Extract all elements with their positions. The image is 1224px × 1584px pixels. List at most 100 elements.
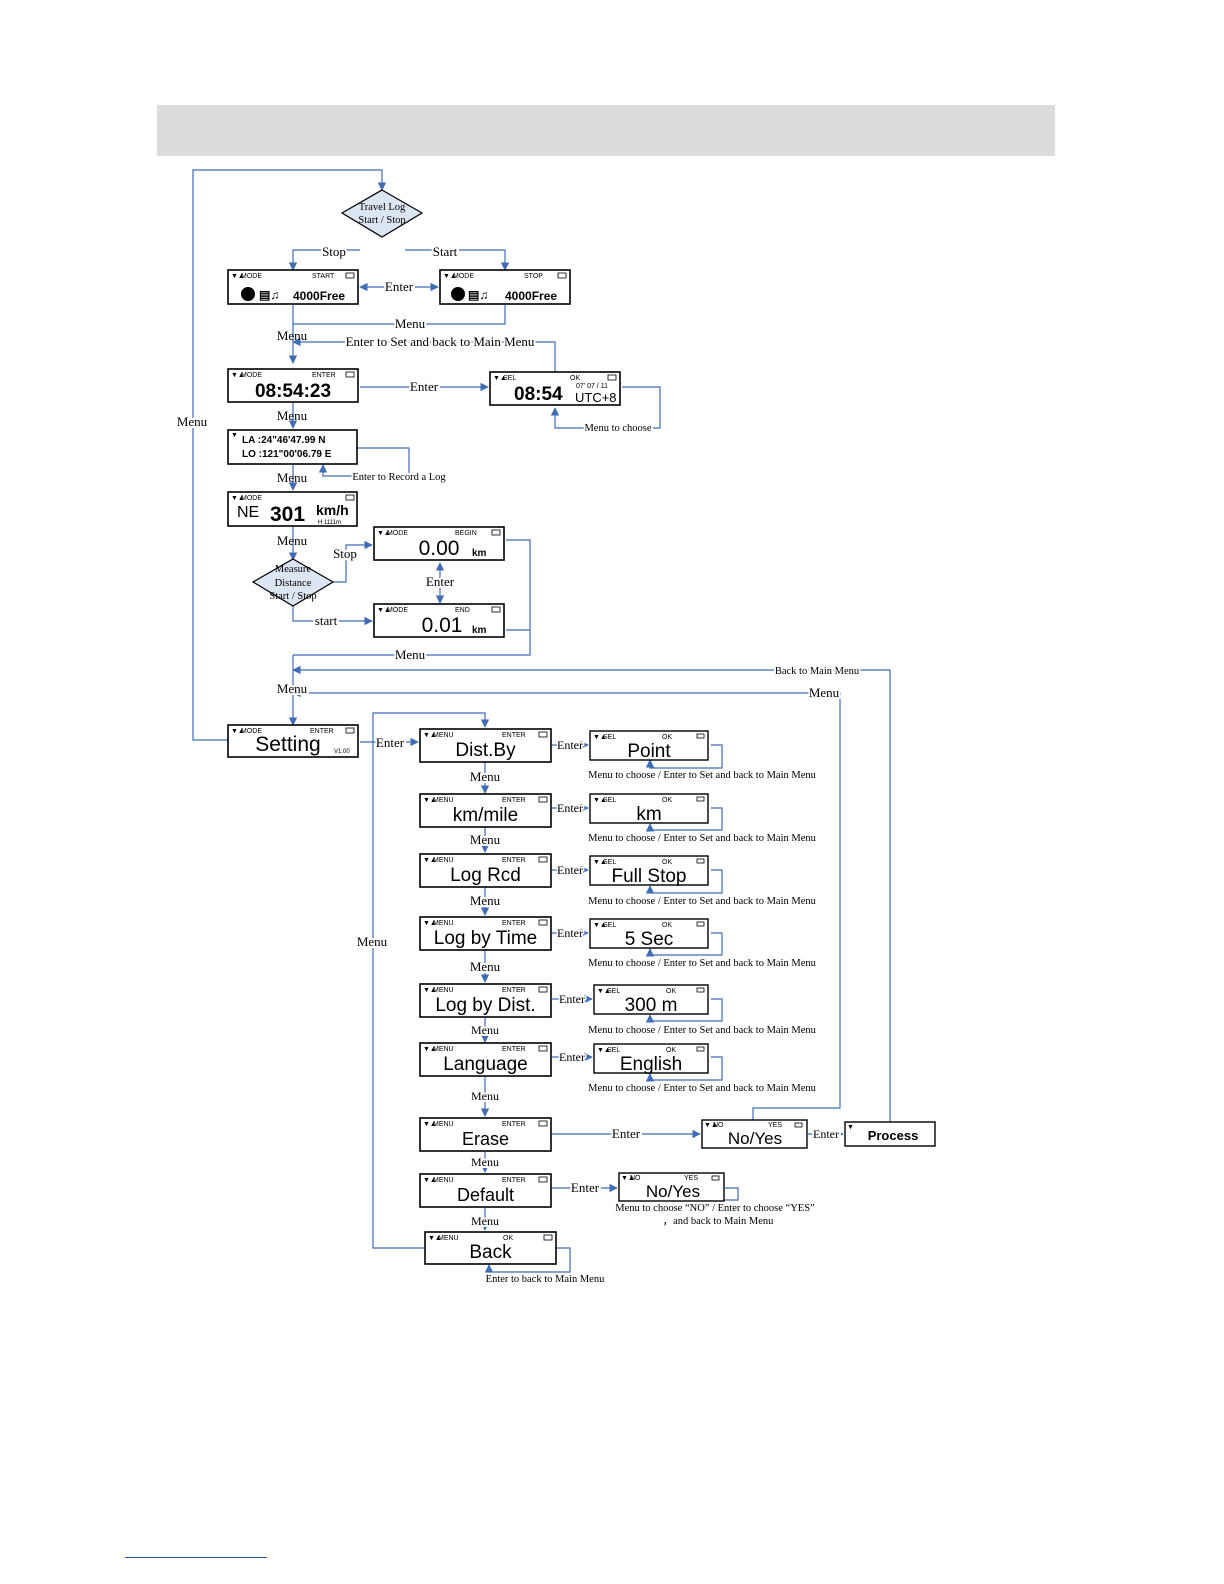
- status-left: MENU: [438, 1235, 459, 1242]
- altitude: H 1111m: [318, 520, 341, 526]
- svg-text:▼▲: ▼▲: [493, 375, 507, 382]
- label-menu-1: Menu: [395, 316, 426, 331]
- svg-text:▼▲: ▼▲: [423, 987, 437, 994]
- setting-title: Setting: [255, 733, 320, 756]
- track-icon: ▤♫: [468, 288, 488, 302]
- status-right: ENTER: [502, 1177, 526, 1184]
- svg-text:▼▲: ▼▲: [593, 859, 607, 866]
- svg-text:Menu to choose / Enter to Set: Menu to choose / Enter to Set and back t…: [588, 958, 816, 969]
- svg-text:Menu to choose / Enter to Set: Menu to choose / Enter to Set and back t…: [588, 770, 816, 781]
- status-left: MENU: [433, 1046, 454, 1053]
- battery-icon: [557, 272, 567, 279]
- label-choose-set: Menu to choose / Enter to Set and back t…: [588, 1025, 816, 1036]
- status-right: OK: [662, 922, 672, 929]
- svg-text:Enter: Enter: [612, 1126, 641, 1141]
- svg-text:▼▲: ▼▲: [423, 1046, 437, 1053]
- svg-text:Enter: Enter: [559, 992, 585, 1006]
- distance-value: 0.00: [419, 537, 460, 560]
- svg-text:Menu: Menu: [471, 1214, 499, 1228]
- svg-text:Menu: Menu: [470, 893, 501, 908]
- flow-labels: Stop Stop Start Start Enter Enter Menu M…: [175, 242, 862, 1285]
- status-left: NO: [630, 1175, 641, 1182]
- svg-text:Menu: Menu: [395, 647, 426, 662]
- svg-text:Enter: Enter: [557, 801, 583, 815]
- version: V1.00: [334, 749, 350, 755]
- label-enter-record: Enter to Record a Log: [352, 472, 446, 483]
- label-back-main: Back to Main Menu: [775, 666, 860, 677]
- status-right: OK: [662, 859, 672, 866]
- label-choose-set: Menu to choose / Enter to Set and back t…: [588, 770, 816, 781]
- status-left: MENU: [433, 987, 454, 994]
- time-value: 08:54:23: [255, 381, 331, 402]
- svg-text:▼▲: ▼▲: [423, 732, 437, 739]
- status-right: ENTER: [502, 987, 526, 994]
- label-enter-setting: Enter: [376, 735, 405, 750]
- label-menu-left: Menu: [177, 414, 208, 429]
- svg-text:Menu: Menu: [471, 1089, 499, 1103]
- label-choose-set: Menu to choose / Enter to Set and back t…: [588, 958, 816, 969]
- label-enter-erase: Enter: [612, 1126, 641, 1141]
- menu-item-label: Default: [457, 1185, 514, 1205]
- status-right: OK: [662, 734, 672, 741]
- latitude: LA :24"46'47.99 N: [242, 435, 325, 446]
- screen-setting: ▼▲ MODE ENTER Setting V1.00: [227, 724, 359, 758]
- svg-text:▼▲: ▼▲: [593, 797, 607, 804]
- status-right: END: [455, 607, 470, 614]
- status-left: SEL: [603, 734, 616, 741]
- menu-item-label: Back: [469, 1242, 512, 1263]
- status-left: SEL: [603, 859, 616, 866]
- label-menu-8: Menu: [809, 685, 840, 700]
- status-right: YES: [684, 1175, 698, 1182]
- status-left: MODE: [241, 495, 262, 502]
- svg-text:▼▲: ▼▲: [423, 920, 437, 927]
- svg-text:Menu: Menu: [471, 1023, 499, 1037]
- measure-distance-diamond: Measure Distance Start / Stop: [251, 558, 335, 607]
- svg-text:Menu to choose: Menu to choose: [584, 423, 651, 434]
- svg-text:▼▲: ▼▲: [704, 1122, 718, 1129]
- option-value: 300 m: [625, 995, 678, 1016]
- label-enter-option: Enter: [557, 738, 583, 752]
- status-left: SEL: [603, 797, 616, 804]
- label-menu-5: Menu: [277, 533, 308, 548]
- label-menu-step: Menu: [471, 1023, 499, 1037]
- label-menu-6: Menu: [395, 647, 426, 662]
- status-left: MENU: [433, 732, 454, 739]
- satellite-icon: [451, 287, 465, 301]
- time-value: 08:54: [514, 384, 563, 405]
- travel-log-line-2: Start / Stop: [358, 215, 405, 226]
- svg-text:Stop: Stop: [333, 546, 357, 561]
- menu-item-label: Log Rcd: [450, 865, 521, 886]
- label-menu-2: Menu: [277, 328, 308, 343]
- status-right: ENTER: [502, 1121, 526, 1128]
- status-left: MODE: [387, 607, 408, 614]
- screen-process: ▼ Process: [844, 1121, 936, 1147]
- svg-text:Enter: Enter: [557, 863, 583, 877]
- screen-dist-begin: ▼▲ MODE BEGIN 0.00 km: [373, 526, 505, 561]
- battery-icon: [345, 727, 355, 734]
- measure-line-3: Start / Stop: [269, 591, 316, 602]
- svg-text:Menu: Menu: [395, 316, 426, 331]
- menu-step-labels: MenuMenuMenuMenuMenuMenuMenuMenuMenuMenu…: [468, 737, 819, 1231]
- menu-item-label: Log by Time: [434, 928, 538, 949]
- svg-text:▼▲: ▼▲: [423, 857, 437, 864]
- label-menu-step: Menu: [471, 1155, 499, 1169]
- speed-value: 301: [270, 503, 305, 526]
- svg-text:▼: ▼: [231, 432, 238, 439]
- measure-line-1: Measure: [275, 564, 311, 575]
- svg-text:▼▲: ▼▲: [621, 1175, 635, 1182]
- free-value: 4000Free: [293, 289, 345, 303]
- label-enter-set-back: Enter to Set and back to Main Menu: [346, 334, 535, 349]
- battery-icon: [538, 731, 548, 738]
- status-right: YES: [768, 1122, 782, 1129]
- option-value: 5 Sec: [625, 929, 674, 950]
- battery-icon: [345, 494, 355, 501]
- label-enter-process: Enter: [813, 1127, 839, 1141]
- status-right: ENTER: [502, 1046, 526, 1053]
- svg-text:▼▲: ▼▲: [377, 607, 391, 614]
- option-value: km: [636, 804, 661, 825]
- svg-text:Menu: Menu: [470, 832, 501, 847]
